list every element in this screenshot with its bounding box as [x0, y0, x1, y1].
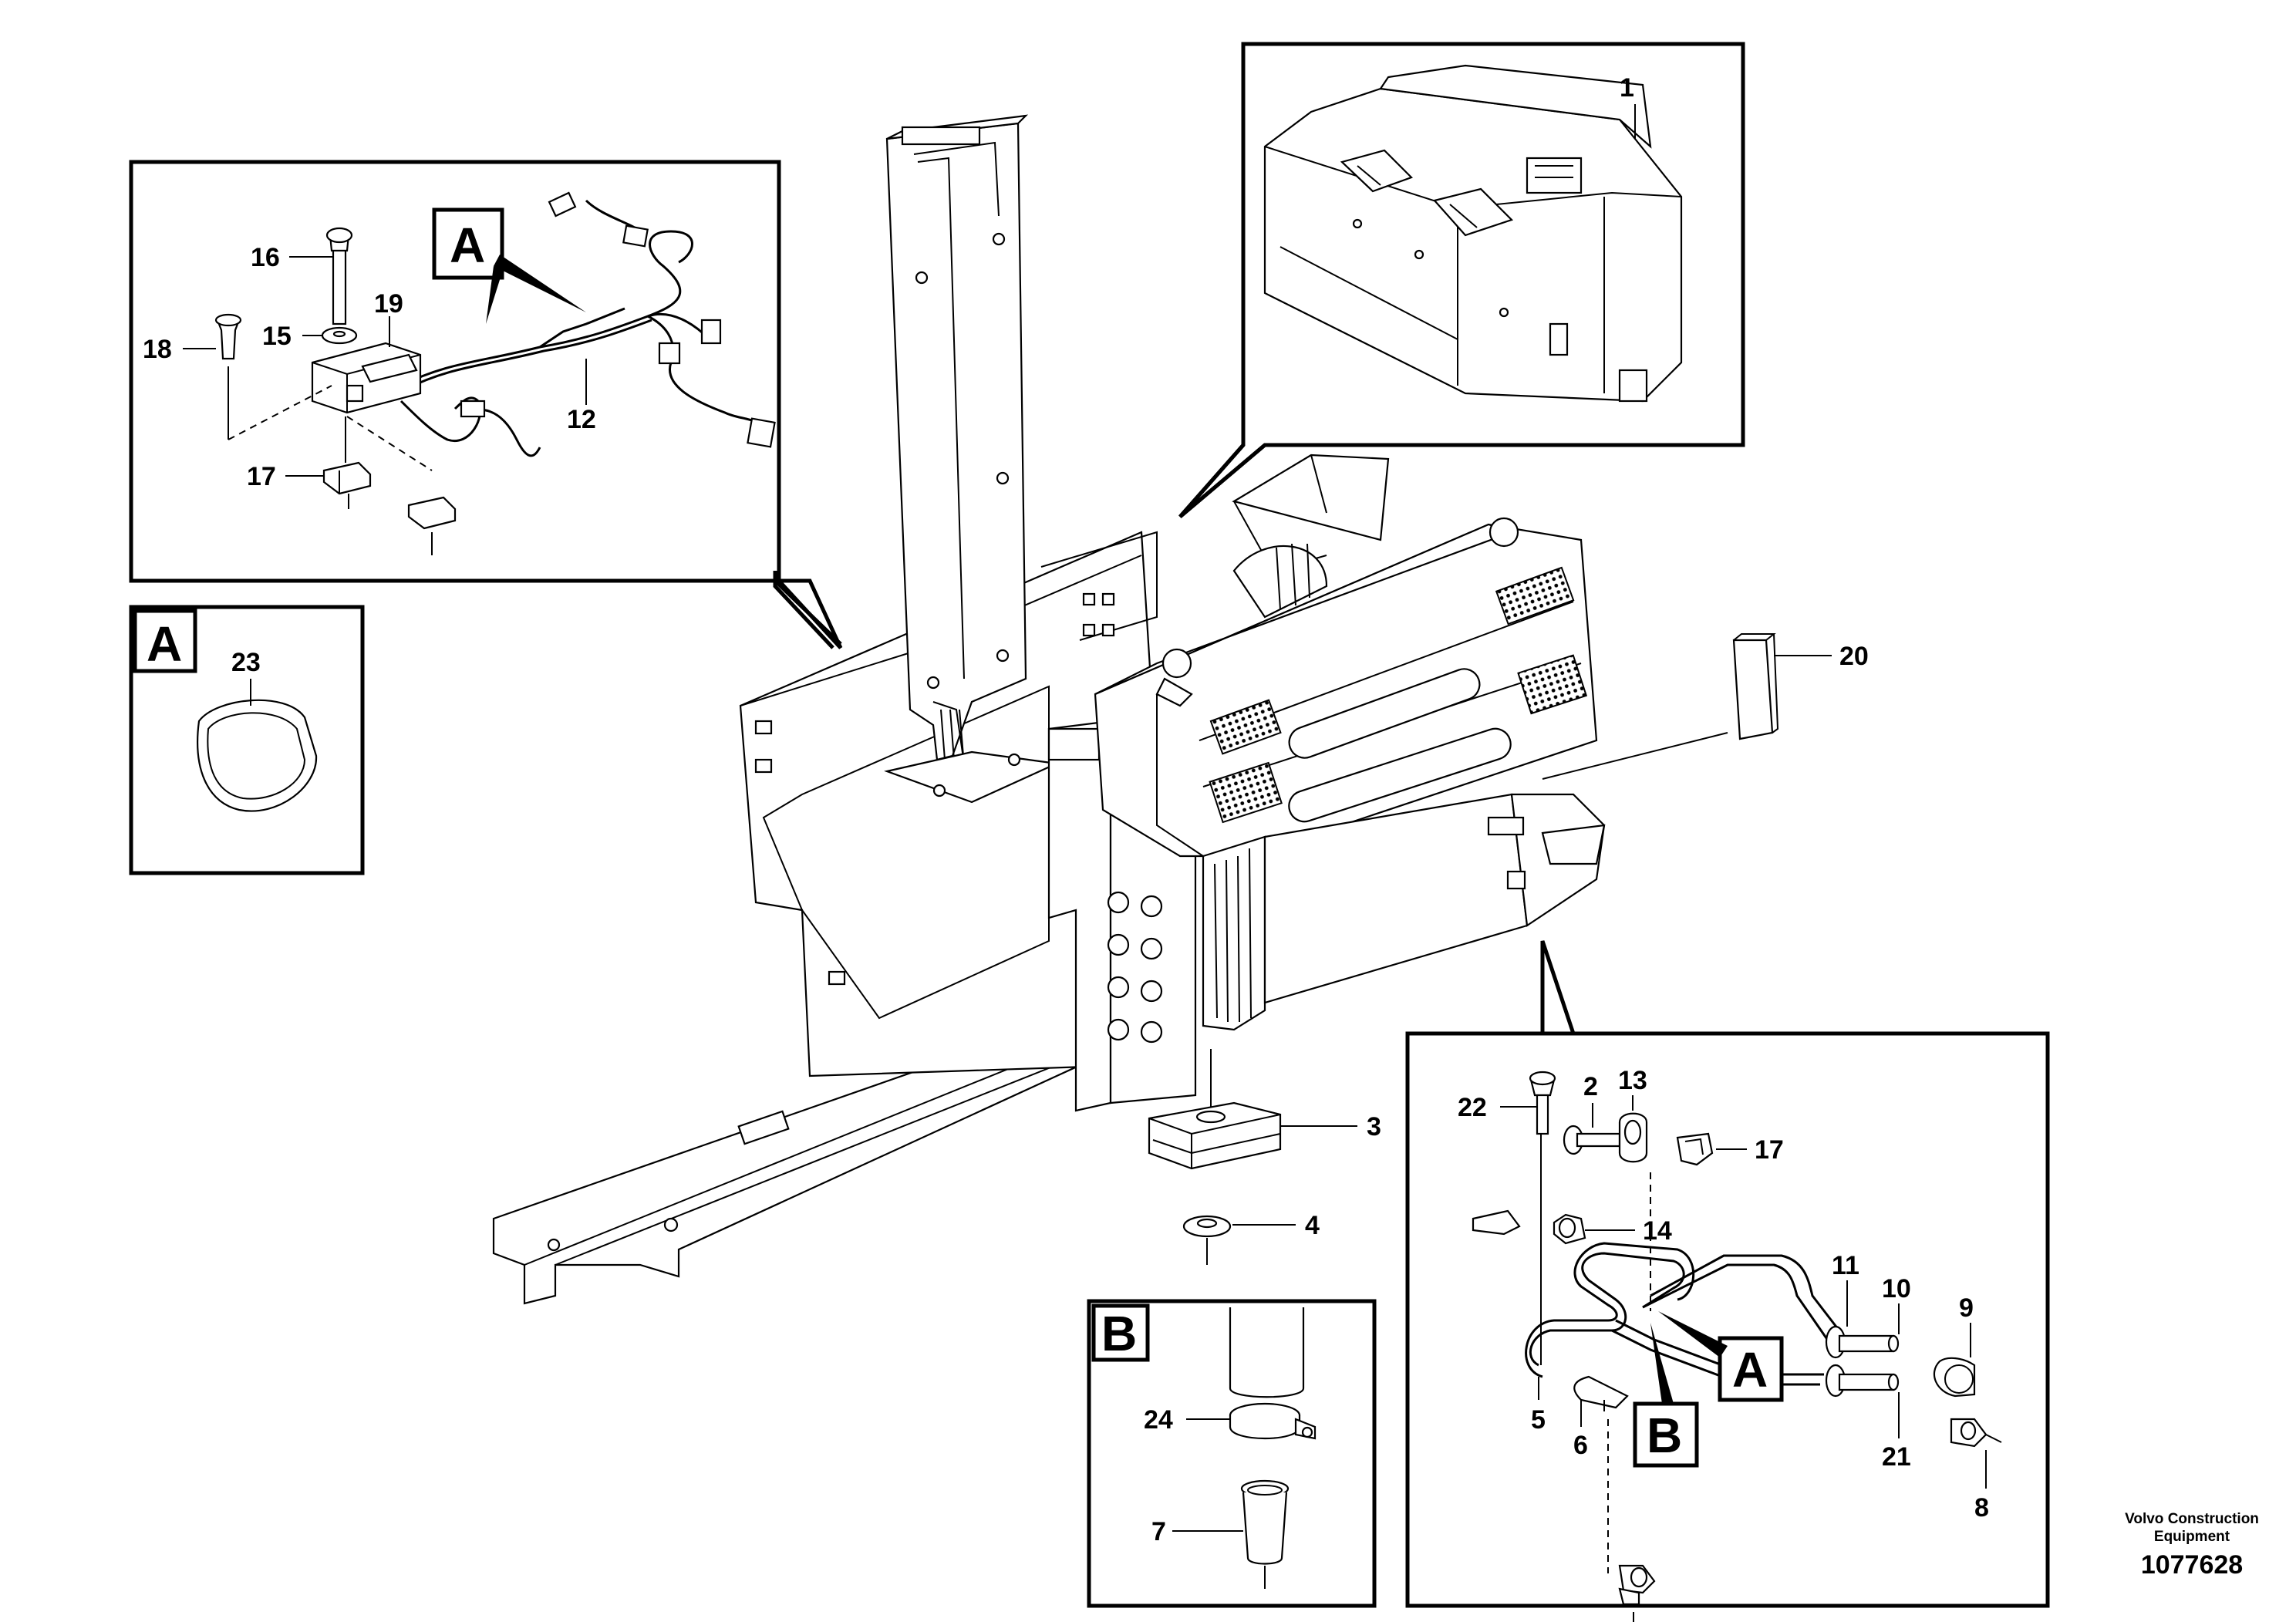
air-duct-column: [885, 114, 1029, 764]
callout-8-right: 8: [1974, 1493, 1989, 1523]
tag-a-harness: A: [450, 218, 485, 273]
callout-14: 14: [1643, 1216, 1672, 1246]
callout-3: 3: [1367, 1112, 1381, 1141]
callout-5: 5: [1531, 1405, 1546, 1435]
callout-1: 1: [1620, 73, 1634, 103]
callout-24: 24: [1144, 1405, 1173, 1435]
callout-19: 19: [374, 289, 403, 319]
footer-id: Volvo Construction Equipment 1077628: [2125, 1511, 2259, 1580]
detail-heater-unit: 1: [1178, 42, 1745, 518]
part-3-mount-block: 3: [1148, 1049, 1381, 1170]
callout-12: 12: [567, 405, 596, 434]
tag-a-pipe: A: [1732, 1342, 1768, 1398]
leader-20-body: [1542, 732, 1728, 780]
tag-b-pipe: B: [1647, 1408, 1682, 1463]
callout-21: 21: [1882, 1442, 1911, 1472]
callout-6: 6: [1573, 1431, 1588, 1460]
arrow-a-2: [486, 266, 503, 324]
callout-18: 18: [143, 335, 172, 364]
part-4-washer: 4: [1182, 1211, 1320, 1265]
arrow-a-1: [494, 255, 586, 312]
callout-4: 4: [1305, 1211, 1320, 1240]
callout-17-pipes: 17: [1755, 1135, 1784, 1165]
detail-pipes: 22 2 13 17 14: [1405, 940, 2050, 1622]
detail-a-clamp: A 23: [129, 605, 365, 875]
part-20-filter: 20: [1732, 633, 1869, 740]
callout-23: 23: [231, 648, 261, 677]
callout-13: 13: [1618, 1066, 1647, 1095]
detail-b-hose-clamp: B 24 7: [1087, 1299, 1377, 1608]
tag-b-detail: B: [1101, 1306, 1137, 1361]
callout-2: 2: [1583, 1072, 1598, 1101]
callout-7: 7: [1151, 1517, 1166, 1546]
callout-11: 11: [1832, 1251, 1859, 1280]
arrow-b-pipe: [1650, 1323, 1674, 1404]
callout-10: 10: [1882, 1274, 1911, 1303]
footer-line-2: Equipment: [2154, 1529, 2230, 1545]
callout-20: 20: [1839, 642, 1869, 671]
drawing-number: 1077628: [2141, 1550, 2243, 1580]
callout-15: 15: [262, 322, 292, 351]
callout-16: 16: [251, 243, 280, 272]
callout-22: 22: [1458, 1093, 1487, 1122]
callout-17-harness: 17: [247, 462, 276, 491]
arrow-a-pipe: [1658, 1311, 1728, 1357]
heater-unit: [1094, 454, 1606, 1031]
callout-9: 9: [1959, 1293, 1974, 1323]
footer-line-1: Volvo Construction: [2125, 1511, 2259, 1527]
callout-8-lower: 8: [1623, 1620, 1638, 1622]
main-assembly: [492, 114, 1728, 1305]
detail-harness: A: [129, 160, 843, 649]
tag-a-clamp: A: [147, 616, 182, 672]
